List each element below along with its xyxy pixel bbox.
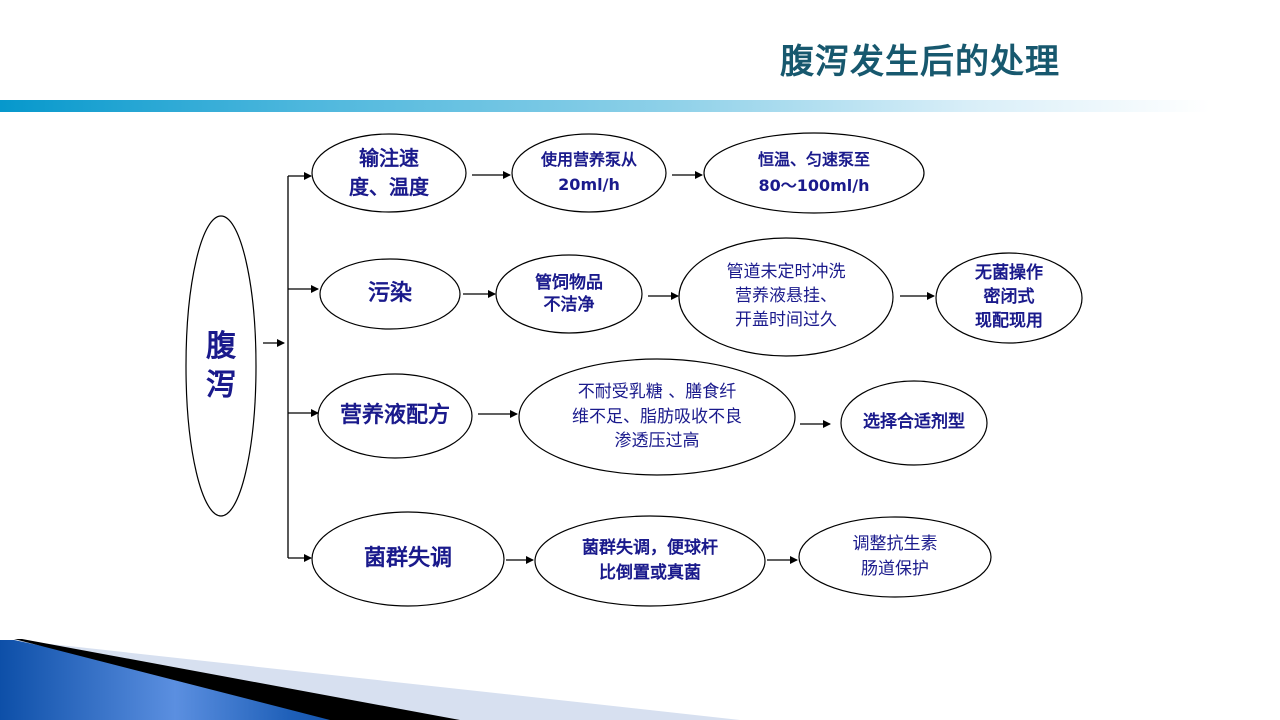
root-ellipse <box>185 215 257 517</box>
node-text-line: 比倒置或真菌 <box>599 563 701 583</box>
node-flora-ratio: 菌群失调，便球杆 比倒置或真菌 <box>535 516 765 606</box>
node-unclean: 管饲物品 不洁净 <box>496 255 642 333</box>
ellipse-intolerance <box>518 358 796 476</box>
node-text-line: 营养液配方 <box>339 403 450 429</box>
ellipse-speed-temp <box>311 133 467 213</box>
node-text-line: 管道未定时冲洗 <box>726 262 846 283</box>
node-text-line: 污染 <box>367 281 412 307</box>
node-text-line: 肠道保护 <box>861 559 929 579</box>
node-text-line: 营养液悬挂、 <box>735 286 837 307</box>
node-text-line: 不洁净 <box>543 295 595 315</box>
ellipse-aseptic <box>935 252 1083 344</box>
node-speed-temp: 输注速 度、温度 <box>312 134 466 212</box>
node-formula: 营养液配方 <box>318 374 472 458</box>
root-line-1: 腹 <box>206 329 236 364</box>
node-aseptic: 无菌操作 密闭式 现配现用 <box>936 253 1082 343</box>
node-text-line: 使用营养泵从 <box>540 150 637 170</box>
node-contamination: 污染 <box>320 259 460 329</box>
ellipse-contamination <box>319 258 461 330</box>
node-text-line: 80～100ml/h <box>758 176 870 195</box>
node-text-line: 20ml/h <box>558 175 620 194</box>
node-text-line: 开盖时间过久 <box>735 309 837 330</box>
ellipse-pump-80-100 <box>703 132 925 214</box>
ellipse-antibiotic <box>798 516 992 598</box>
ellipse-dysbiosis <box>311 511 505 607</box>
root-label: 腹 泻 <box>186 316 256 416</box>
node-dysbiosis: 菌群失调 <box>312 512 504 606</box>
node-text-line: 渗透压过高 <box>614 431 700 452</box>
node-text-line: 菌群失调，便球杆 <box>582 538 718 559</box>
ellipse-pump-20 <box>511 133 667 213</box>
node-text-line: 无菌操作 <box>975 263 1043 284</box>
slide-title: 腹泻发生后的处理 <box>780 42 1060 82</box>
node-text-line: 管饲物品 <box>535 272 603 293</box>
node-text-line: 维不足、脂肪吸收不良 <box>572 406 742 427</box>
node-text-line: 不耐受乳糖 、膳食纤 <box>577 382 737 403</box>
node-text-line: 恒温、匀速泵至 <box>757 150 870 170</box>
node-pump-20: 使用营养泵从 20ml/h <box>512 134 666 212</box>
header-gradient-bar <box>0 100 1210 112</box>
node-text-line: 现配现用 <box>975 310 1043 331</box>
ellipse-unclean <box>495 254 643 334</box>
node-text-line: 调整抗生素 <box>852 534 938 555</box>
node-text-line: 菌群失调 <box>363 546 452 572</box>
node-intolerance: 不耐受乳糖 、膳食纤 维不足、脂肪吸收不良 渗透压过高 <box>519 359 795 475</box>
node-text-line: 选择合适剂型 <box>863 412 965 433</box>
node-text-line: 度、温度 <box>349 175 429 199</box>
ellipse-tube-flush <box>678 237 894 357</box>
node-text-line: 输注速 <box>359 146 419 170</box>
root-line-2: 泻 <box>206 368 236 403</box>
node-text-line: 密闭式 <box>983 287 1035 308</box>
node-tube-flush: 管道未定时冲洗 营养液悬挂、 开盖时间过久 <box>679 238 893 356</box>
ellipse-dosage-form <box>840 380 988 466</box>
node-dosage-form: 选择合适剂型 <box>841 381 987 465</box>
node-pump-80-100: 恒温、匀速泵至 80～100ml/h <box>704 133 924 213</box>
ellipse-flora-ratio <box>534 515 766 607</box>
node-antibiotic: 调整抗生素 肠道保护 <box>799 517 991 597</box>
